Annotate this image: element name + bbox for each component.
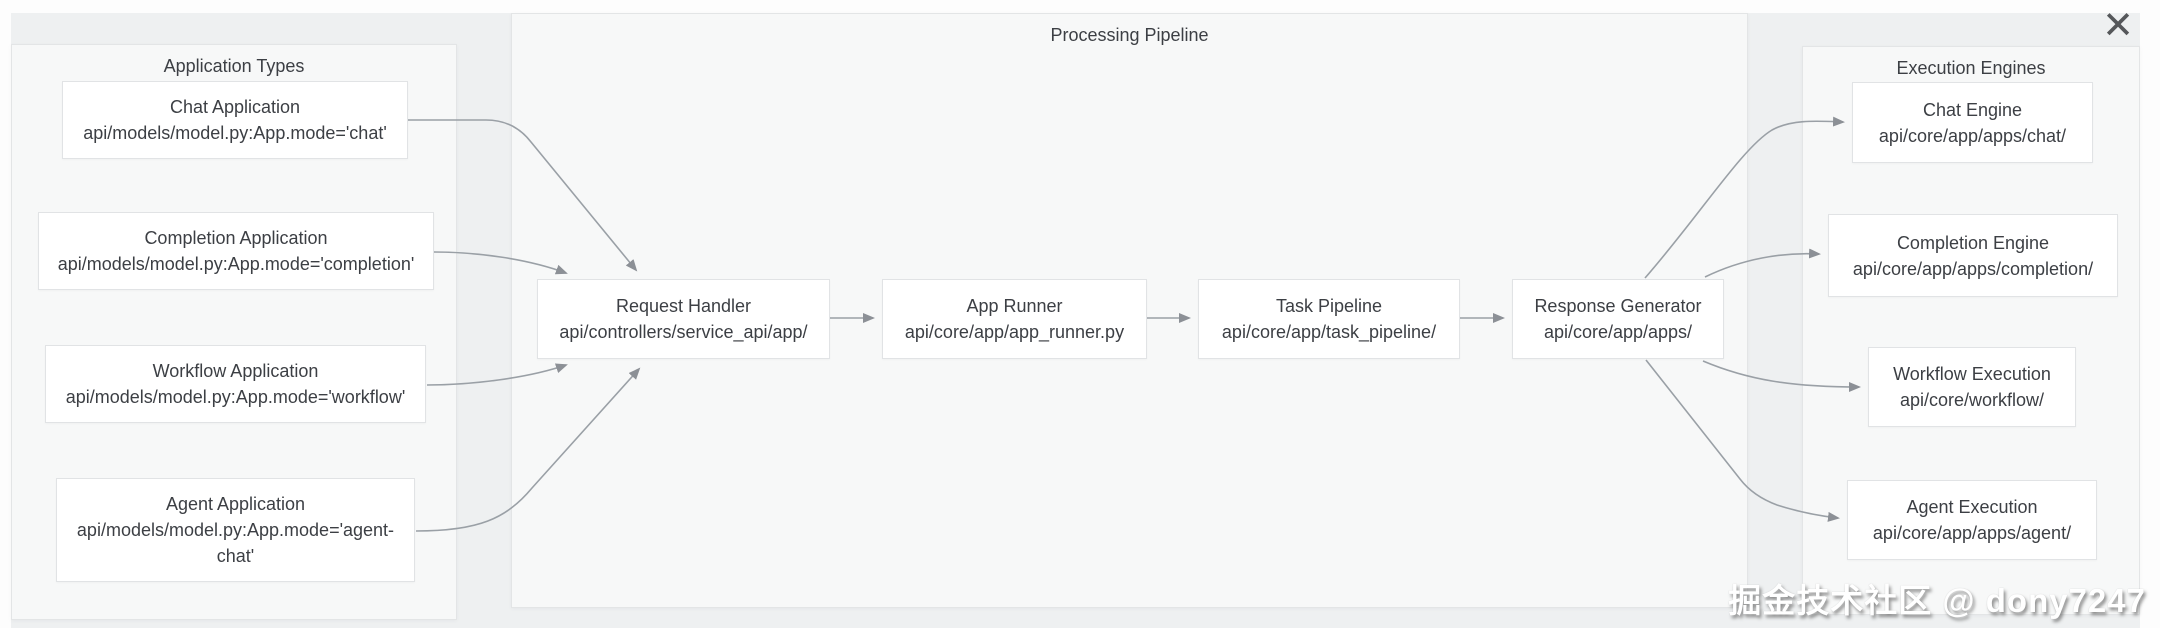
node-title: Task Pipeline xyxy=(1275,296,1383,316)
node-agent-application: Agent Application api/models/model.py:Ap… xyxy=(56,478,415,582)
node-workflow-application: Workflow Application api/models/model.py… xyxy=(45,345,426,423)
panel-title-application-types: Application Types xyxy=(163,56,305,76)
panel-title-processing-pipeline: Processing Pipeline xyxy=(1050,25,1209,45)
node-title: Workflow Application xyxy=(152,361,319,381)
panel-title-execution-engines: Execution Engines xyxy=(1896,58,2046,78)
node-path: api/models/model.py:App.mode='chat' xyxy=(83,123,387,143)
node-path: api/core/app/apps/ xyxy=(1543,322,1693,342)
node-title: Completion Application xyxy=(144,228,328,248)
node-task-pipeline: Task Pipeline api/core/app/task_pipeline… xyxy=(1198,279,1460,359)
node-path: api/core/app/apps/completion/ xyxy=(1852,258,2094,279)
close-icon: ✕ xyxy=(2102,5,2134,47)
node-agent-execution: Agent Execution api/core/app/apps/agent/ xyxy=(1847,480,2097,560)
close-button[interactable]: ✕ xyxy=(2094,2,2142,50)
node-path: api/models/model.py:App.mode='completion… xyxy=(57,254,415,274)
node-title: Chat Engine xyxy=(1922,99,2023,120)
node-title: Chat Application xyxy=(169,97,301,117)
node-title: Workflow Execution xyxy=(1893,364,2051,384)
node-path: api/core/app/apps/agent/ xyxy=(1872,523,2072,543)
node-title: Agent Application xyxy=(165,494,306,514)
node-path: api/models/model.py:App.mode='agent-chat… xyxy=(76,520,395,566)
node-path: api/core/workflow/ xyxy=(1899,390,2045,410)
node-chat-application: Chat Application api/models/model.py:App… xyxy=(62,81,408,159)
node-chat-engine: Chat Engine api/core/app/apps/chat/ xyxy=(1852,82,2093,163)
node-title: Agent Execution xyxy=(1906,497,2038,517)
watermark: 掘金技术社区 @ dony7247 xyxy=(1728,582,2146,619)
node-path: api/core/app/task_pipeline/ xyxy=(1221,322,1437,342)
node-completion-engine: Completion Engine api/core/app/apps/comp… xyxy=(1828,214,2118,297)
node-title: Request Handler xyxy=(615,296,752,316)
node-workflow-execution: Workflow Execution api/core/workflow/ xyxy=(1868,347,2076,427)
node-app-runner: App Runner api/core/app/app_runner.py xyxy=(882,279,1147,359)
node-title: Completion Engine xyxy=(1896,232,2050,253)
node-path: api/core/app/app_runner.py xyxy=(904,322,1125,342)
node-path: api/core/app/apps/chat/ xyxy=(1878,125,2067,146)
node-title: Response Generator xyxy=(1534,296,1702,316)
node-completion-application: Completion Application api/models/model.… xyxy=(38,212,434,290)
node-response-generator: Response Generator api/core/app/apps/ xyxy=(1512,279,1724,359)
node-path: api/controllers/service_api/app/ xyxy=(559,322,808,342)
node-path: api/models/model.py:App.mode='workflow' xyxy=(65,387,406,407)
node-title: App Runner xyxy=(966,296,1063,316)
node-request-handler: Request Handler api/controllers/service_… xyxy=(537,279,830,359)
